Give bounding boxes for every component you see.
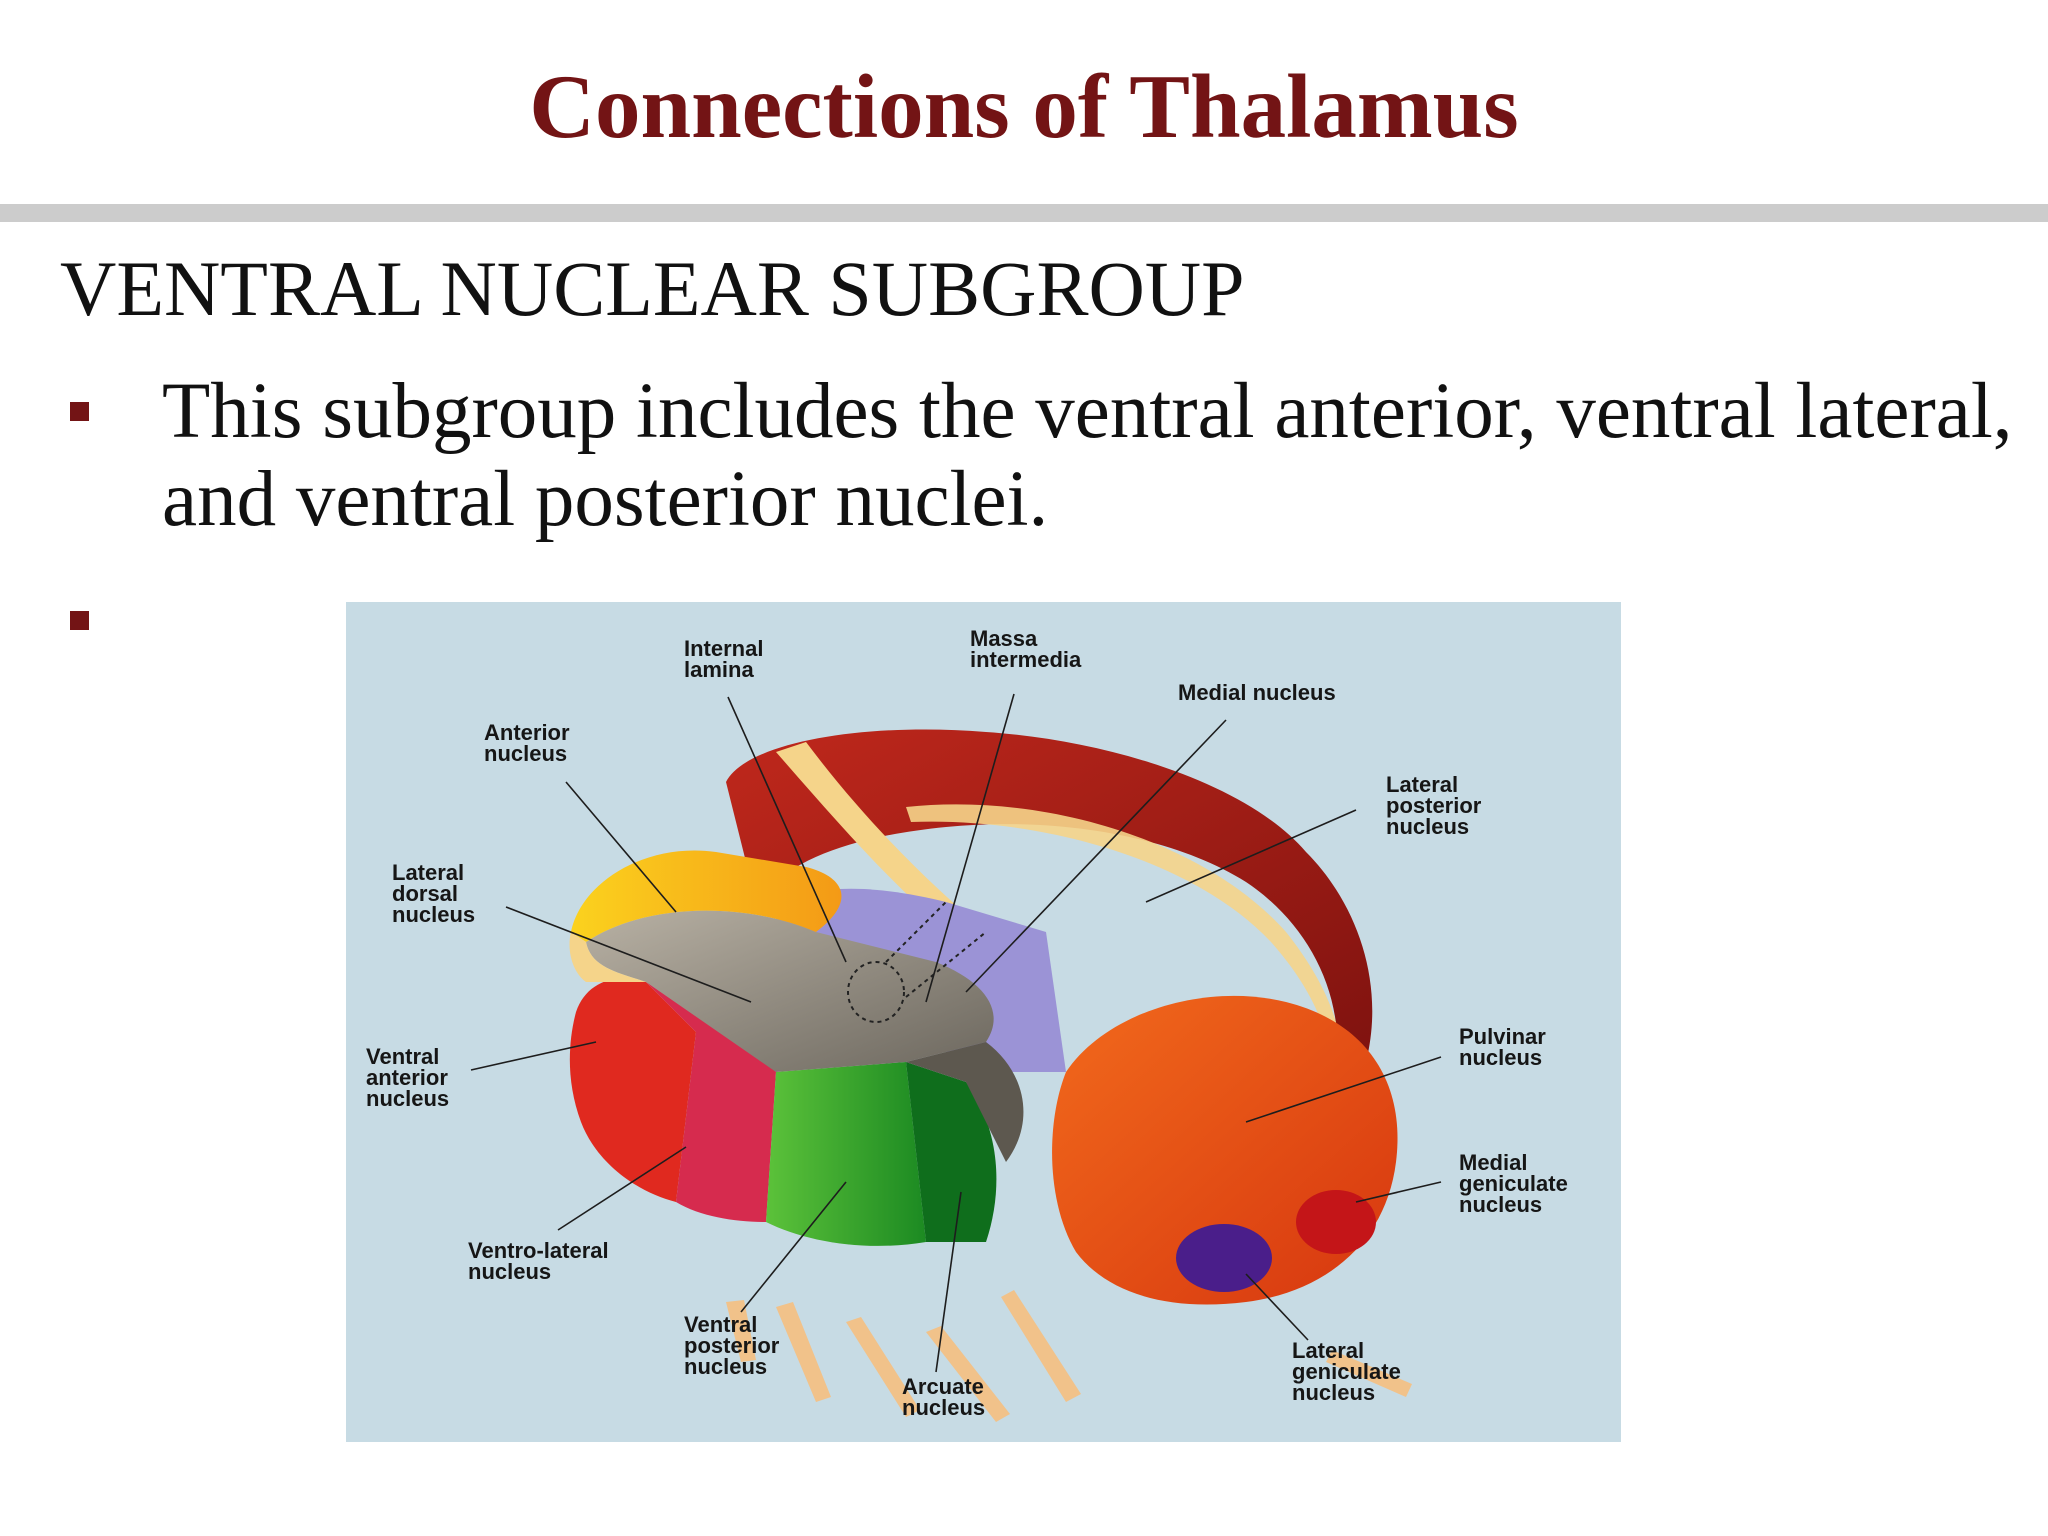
lateral-dorsal-shape (586, 910, 994, 1072)
section-heading: VENTRAL NUCLEAR SUBGROUP (60, 245, 1245, 332)
medial-nucleus-shape (726, 729, 1373, 1072)
label-medial-nucleus: Medial nucleus (1178, 680, 1336, 705)
slide-title: Connections of Thalamus (529, 56, 1519, 157)
medial-geniculate-shape (1296, 1190, 1376, 1254)
fiber-stalks (726, 1290, 1412, 1422)
anterior-nucleus-shape (571, 850, 842, 942)
bullet-text: This subgroup includes the ventral anter… (162, 368, 2013, 543)
ventral-anterior-shape (569, 978, 696, 1202)
leader-lines (470, 693, 1442, 1373)
ventral-posterior-shape (766, 1062, 926, 1246)
lateral-geniculate-shape (1176, 1224, 1272, 1292)
bullet-square-icon (70, 611, 89, 630)
bullet-square-icon (70, 402, 89, 421)
arcuate-shape (906, 1062, 997, 1242)
title-divider (0, 204, 2048, 222)
